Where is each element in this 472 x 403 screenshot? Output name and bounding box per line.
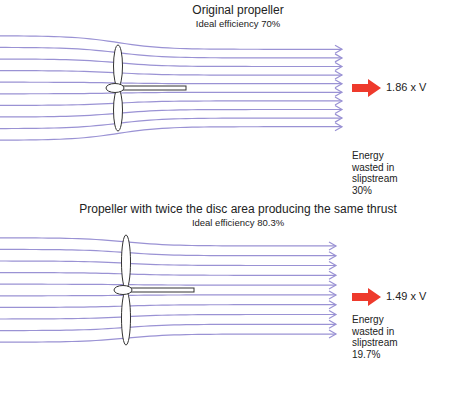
velocity-arrow bbox=[352, 79, 381, 97]
streamline bbox=[0, 305, 336, 308]
streamline bbox=[0, 59, 342, 66]
blade bbox=[122, 291, 131, 345]
blade bbox=[114, 45, 123, 87]
streamline bbox=[0, 110, 342, 117]
streamline bbox=[0, 334, 336, 342]
streamline bbox=[0, 238, 336, 246]
panel-title: Original propeller bbox=[2, 4, 472, 18]
propeller bbox=[114, 235, 194, 345]
streamlines bbox=[0, 36, 342, 140]
blade bbox=[114, 89, 123, 131]
streamline bbox=[0, 324, 336, 330]
velocity-label: 1.49 x V bbox=[386, 290, 466, 303]
streamline bbox=[0, 249, 336, 255]
streamline bbox=[0, 273, 336, 276]
energy-note: Energy wasted in slipstream 30% bbox=[352, 150, 414, 196]
streamline bbox=[0, 294, 336, 296]
hub bbox=[106, 84, 124, 93]
streamline bbox=[0, 82, 342, 83]
streamline bbox=[0, 101, 342, 105]
streamline bbox=[0, 92, 342, 93]
streamline bbox=[0, 71, 342, 75]
streamline bbox=[0, 315, 336, 319]
blade bbox=[122, 235, 131, 289]
velocity-arrow bbox=[352, 288, 381, 306]
velocity-label: 1.86 x V bbox=[386, 81, 466, 94]
hub bbox=[114, 286, 132, 295]
streamlines bbox=[0, 238, 336, 342]
streamline bbox=[0, 261, 336, 265]
streamline bbox=[0, 284, 336, 286]
efficiency-note: Ideal efficiency 70% bbox=[2, 19, 472, 30]
shaft bbox=[120, 86, 186, 90]
efficiency-note: Ideal efficiency 80.3% bbox=[2, 218, 472, 229]
panel-title: Propeller with twice the disc area produ… bbox=[2, 203, 472, 217]
shaft bbox=[128, 288, 194, 292]
streamline bbox=[0, 127, 342, 140]
energy-note: Energy wasted in slipstream 19.7% bbox=[352, 314, 414, 360]
propeller bbox=[106, 45, 186, 131]
streamline bbox=[0, 47, 342, 57]
streamline bbox=[0, 36, 342, 49]
